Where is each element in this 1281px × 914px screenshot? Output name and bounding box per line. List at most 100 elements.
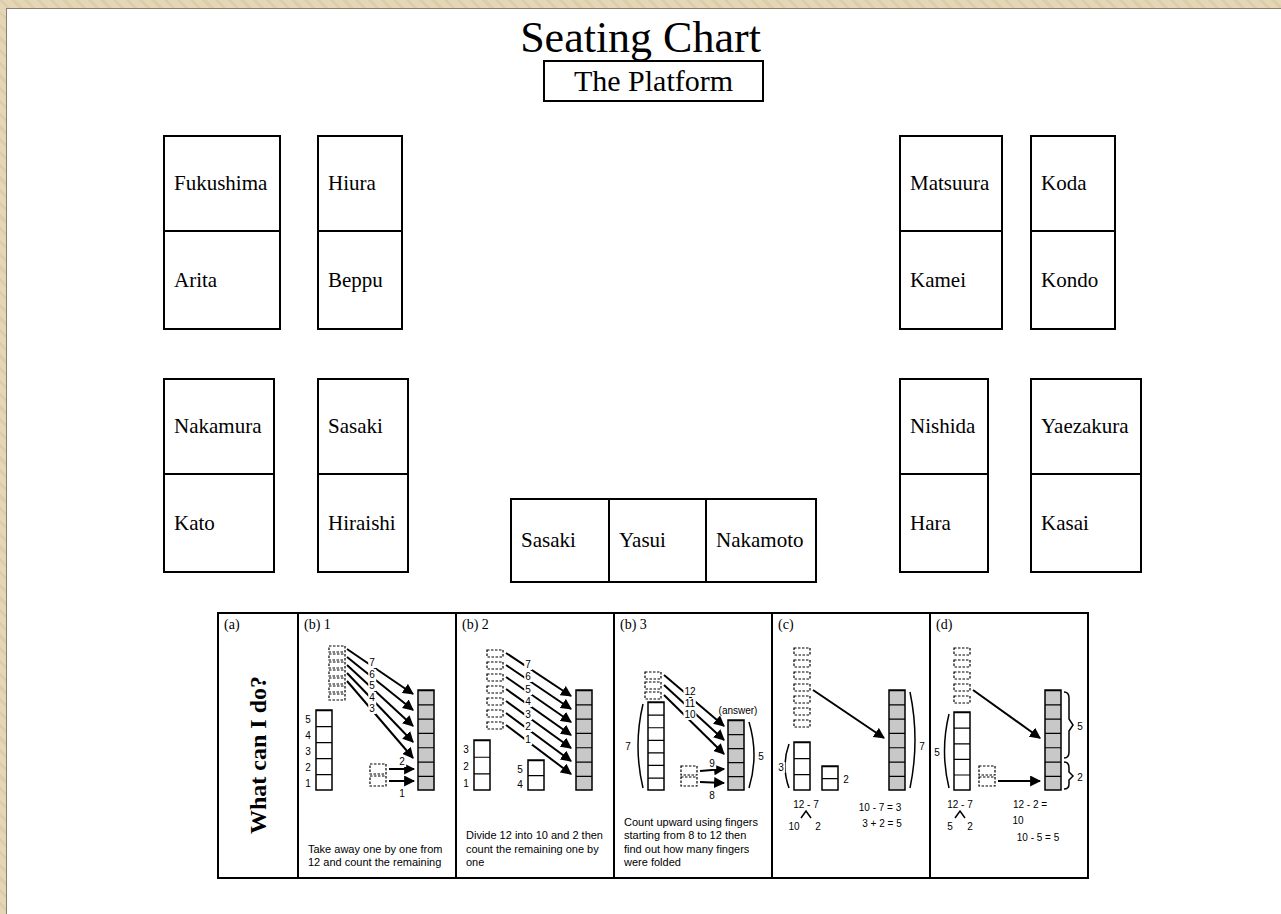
figure-number: 3 (304, 746, 312, 757)
bracket (749, 722, 754, 788)
move-arrow (506, 725, 571, 774)
student-name: Kato (174, 511, 215, 536)
figure-number: 4 (524, 696, 532, 707)
seat-box: Fukushima (163, 135, 281, 232)
label-anchor: 3 (524, 705, 532, 721)
method-panel: (b) 3Count upward using fingers starting… (613, 612, 773, 879)
move-arrow (347, 681, 413, 758)
label-anchor: 5 (524, 680, 532, 696)
student-name: Beppu (328, 268, 383, 293)
seat-box: Yasui (608, 498, 707, 583)
label-anchor: 7 (624, 737, 632, 753)
label-anchor: 1 (398, 784, 406, 800)
figure-number: 2 (814, 821, 822, 832)
label-anchor: 8 (708, 786, 716, 802)
student-name: Nakamoto (716, 528, 803, 553)
label-anchor: 4 (368, 688, 376, 704)
label-anchor: 9 (708, 754, 716, 770)
seat-box: Nishida (899, 378, 989, 475)
figure-number: 5 (304, 714, 312, 725)
removed-block (329, 694, 345, 700)
block-divider (316, 710, 332, 790)
block-divider (648, 702, 664, 790)
removed-block (487, 650, 503, 657)
label-anchor: 10 - 5 = 5 (1016, 828, 1061, 844)
student-name: Kasai (1041, 511, 1089, 536)
moved-column (576, 690, 592, 790)
figure-number: 7 (368, 657, 376, 668)
label-anchor: 7 (524, 655, 532, 671)
label-anchor: 3 + 2 = 5 (861, 814, 902, 830)
figure-number: 5 (516, 764, 524, 775)
removed-block (954, 660, 970, 667)
brace (1064, 762, 1073, 789)
seat-box: Kamei (899, 230, 1003, 330)
move-arrow (506, 677, 571, 722)
removed-block (370, 776, 386, 786)
seat-box: Kasai (1030, 473, 1142, 573)
student-name: Sasaki (328, 414, 383, 439)
figure-number: 10 - 5 = 5 (1016, 832, 1061, 843)
figure-number: 4 (304, 730, 312, 741)
removed-block (954, 672, 970, 679)
split-mark (955, 811, 965, 818)
seat-box: Hara (899, 473, 989, 573)
panel-heading: (c) (773, 614, 929, 633)
block-column (528, 760, 544, 790)
removed-block (954, 684, 970, 691)
figure-number: 2 (1076, 772, 1084, 783)
move-arrow (664, 695, 724, 754)
moved-column (728, 720, 744, 790)
panel-heading: (b) 1 (299, 614, 455, 633)
block-column (822, 766, 838, 790)
label-anchor: 3 (368, 699, 376, 715)
figure-number: 2 (966, 821, 974, 832)
removed-block (954, 696, 970, 703)
figure-number: 2 (842, 774, 850, 785)
removed-block (979, 777, 995, 786)
moved-column (418, 690, 434, 790)
seat-box: Beppu (317, 230, 403, 330)
label-anchor: 12 - 2 = (1012, 795, 1048, 811)
label-anchor: 3 (462, 740, 470, 756)
label-anchor: 5 (516, 760, 524, 776)
label-anchor: 4 (524, 692, 532, 708)
label-anchor: 10 - 7 = 3 (858, 798, 903, 814)
move-arrow (998, 780, 1040, 782)
split-mark (801, 811, 811, 818)
removed-block (794, 720, 810, 727)
figure-number: 12 - 7 (946, 799, 974, 810)
label-anchor: 1 (462, 774, 470, 790)
figure-number: 2 (462, 761, 470, 772)
removed-block (794, 672, 810, 679)
seat-box: Hiura (317, 135, 403, 232)
block-divider (889, 690, 905, 790)
student-name: Fukushima (174, 171, 267, 196)
removed-block (794, 648, 810, 655)
figure-number: 1 (304, 778, 312, 789)
platform-label: The Platform (574, 64, 733, 98)
chart-title: Seating Chart (520, 14, 761, 62)
block-divider (528, 760, 544, 790)
method-panel: (a)What can I do? (217, 612, 299, 879)
student-name: Yaezakura (1041, 414, 1129, 439)
figure-number: 1 (462, 778, 470, 789)
figure-number: 5 (368, 680, 376, 691)
panel-heading: (b) 3 (615, 614, 771, 633)
figure-number: 10 (1011, 815, 1024, 826)
block-column (794, 742, 810, 790)
title-holder: Seating Chart (0, 14, 1281, 62)
label-anchor: 2 (814, 817, 822, 833)
label-anchor: 2 (304, 758, 312, 774)
figure-number: 5 (757, 751, 765, 762)
removed-block (794, 660, 810, 667)
block-divider (822, 766, 838, 790)
seat-box: Matsuura (899, 135, 1003, 232)
block-figure-b1 (316, 646, 434, 790)
method-caption: Divide 12 into 10 and 2 then count the r… (457, 829, 613, 877)
block-divider (728, 720, 744, 790)
figure-number: 12 - 7 (792, 799, 820, 810)
figure-number: 12 (683, 686, 696, 697)
label-anchor: 3 (304, 742, 312, 758)
removed-block (487, 722, 503, 729)
